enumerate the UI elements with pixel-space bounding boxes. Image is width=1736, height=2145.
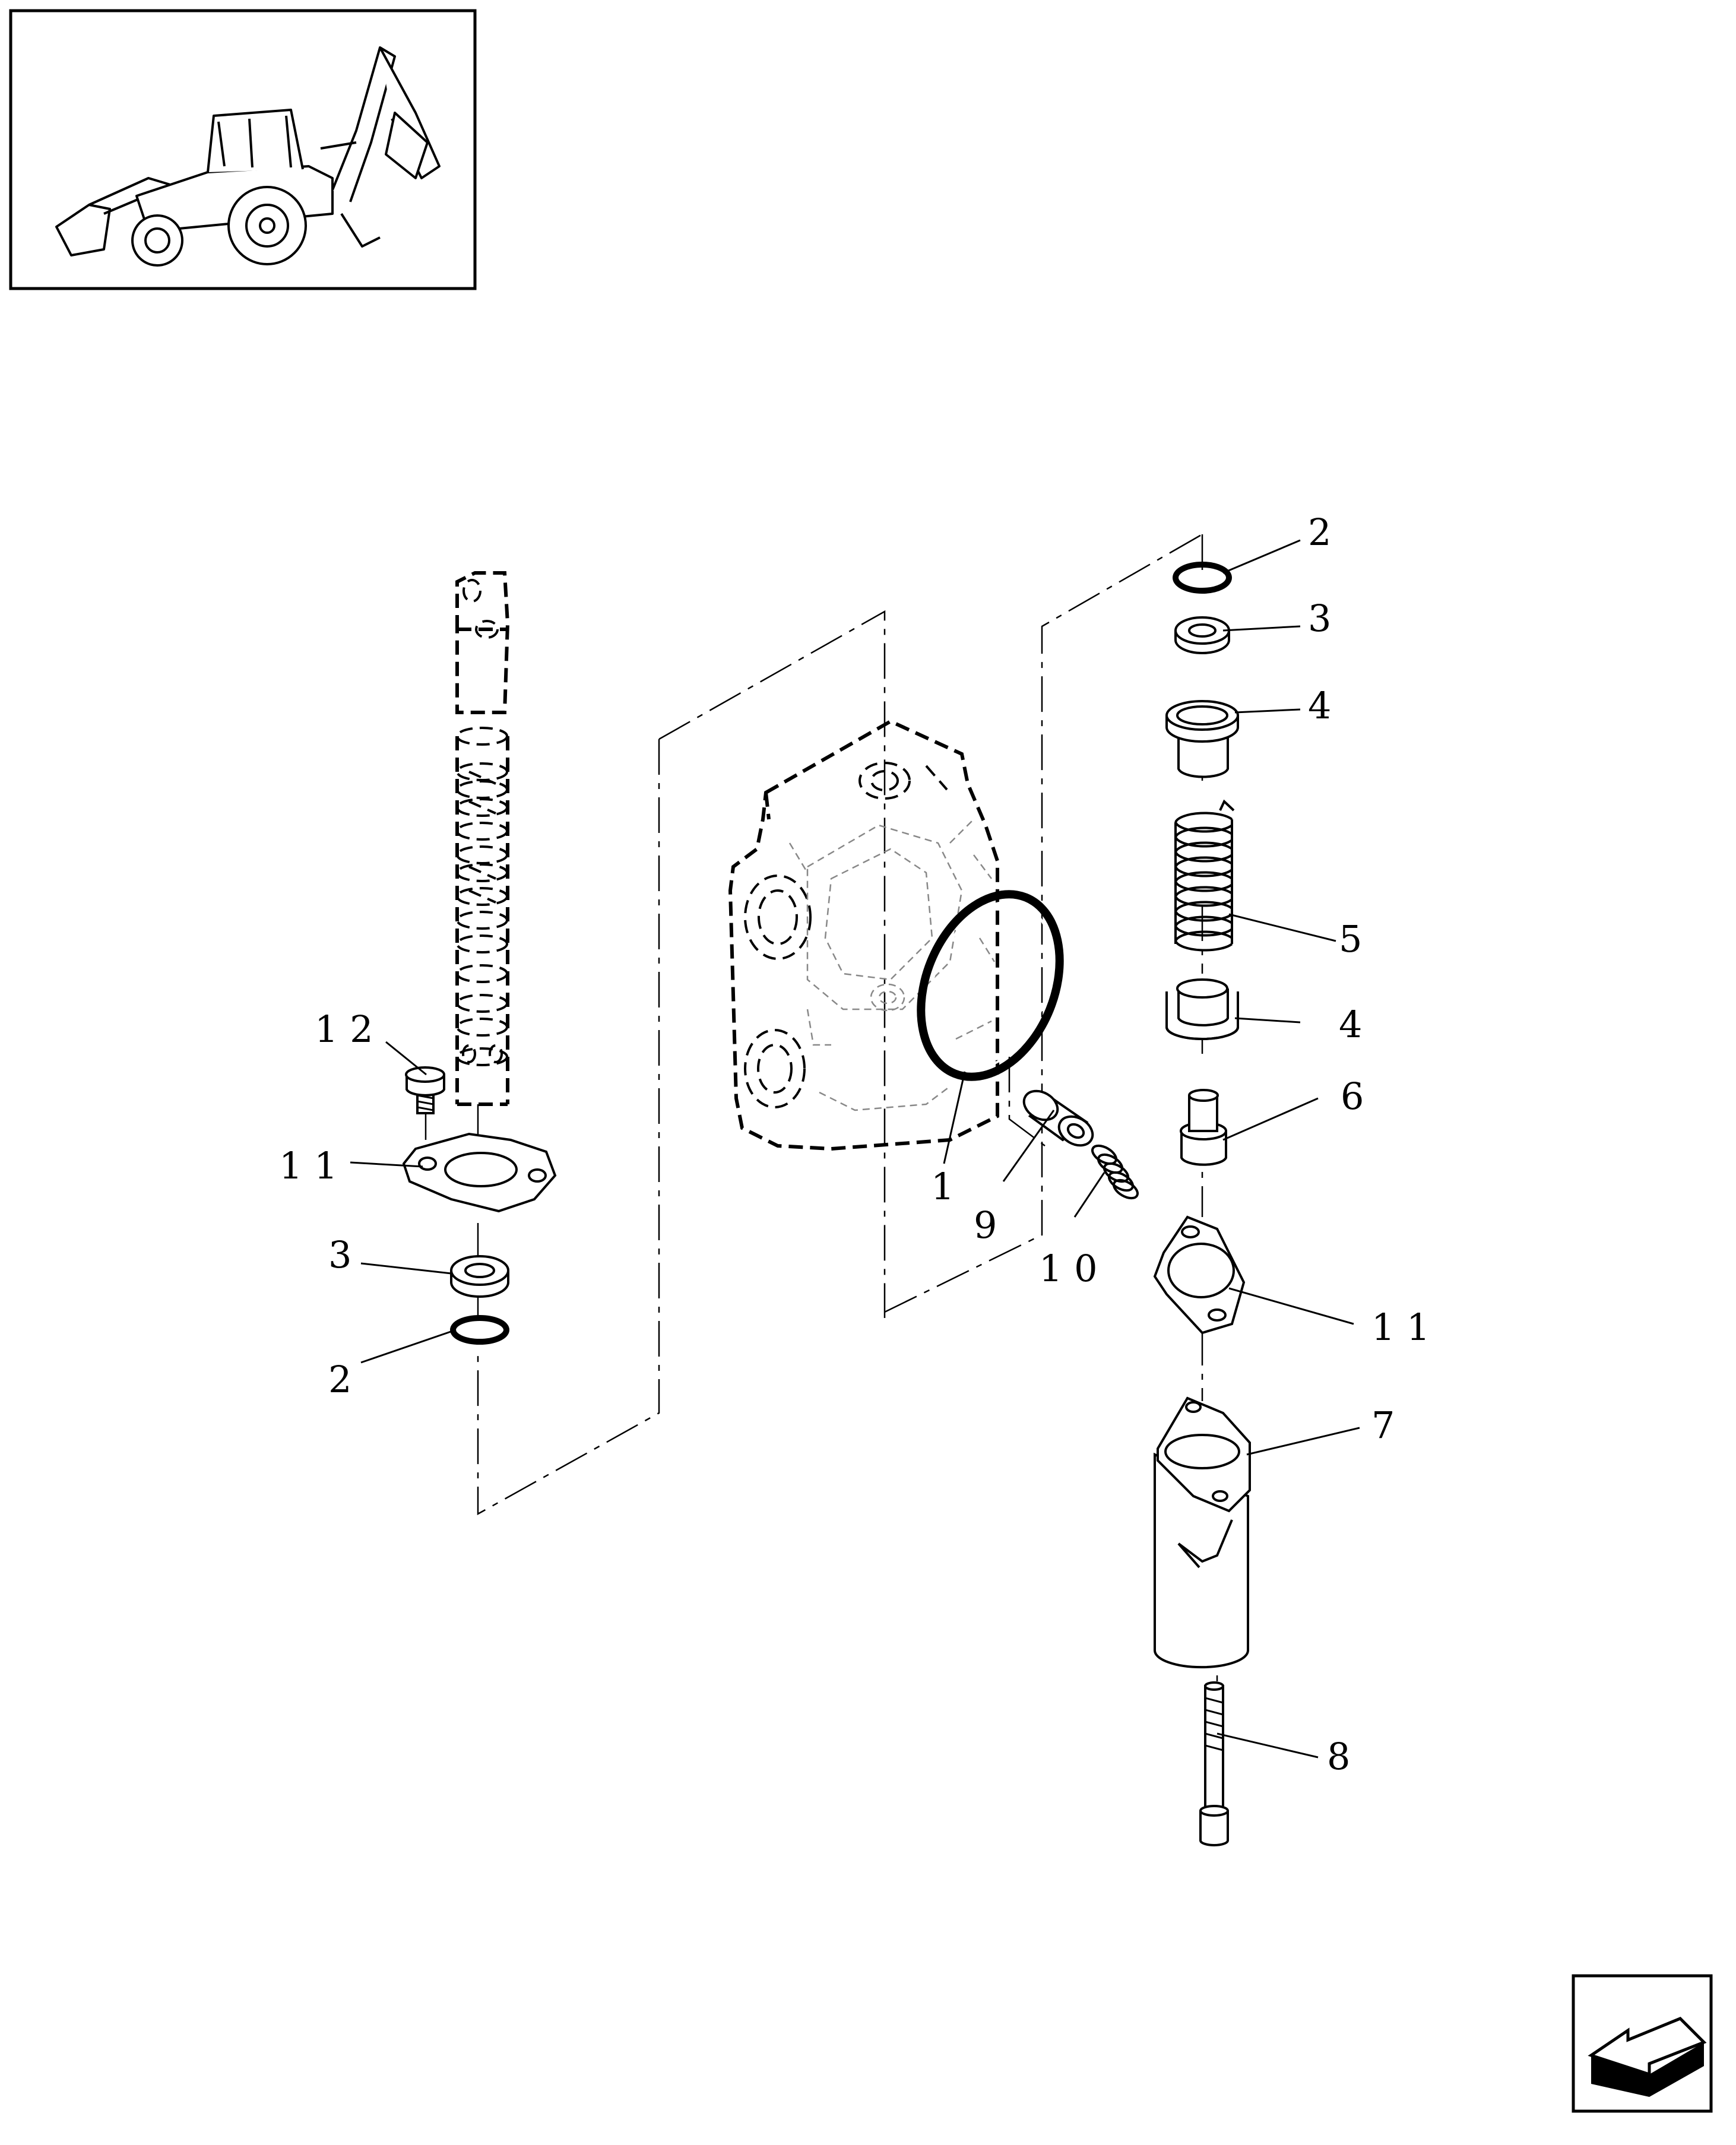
backhoe-loader-icon [55,46,441,267]
part-6-plunger[interactable] [1180,1089,1227,1166]
callout-2-top: 2 [1308,511,1331,554]
callout-3-top: 3 [1308,597,1331,640]
callout-11-right: 1 1 [1371,1306,1430,1349]
next-page-arrow-icon[interactable] [1572,1974,1713,2113]
part-2-snap-ring-top[interactable] [1173,562,1232,594]
part-10-small-spring[interactable] [1089,1142,1141,1202]
part-1-o-ring[interactable] [895,873,1085,1098]
callout-12: 1 2 [315,1007,373,1051]
callout-4-top: 4 [1308,684,1331,727]
callout-1: 1 [931,1165,954,1208]
callout-10: 1 0 [1039,1247,1098,1290]
callout-5: 5 [1339,917,1362,961]
callout-7: 7 [1371,1403,1395,1447]
part-9-plug[interactable] [1019,1085,1098,1151]
part-4-spring-seat-top[interactable] [1165,700,1239,778]
part-5-spring[interactable] [1174,799,1235,952]
part-3-washer-top[interactable] [1174,616,1230,654]
callout-9: 9 [974,1203,997,1247]
leader-lines [350,539,1360,1759]
part-7-cap[interactable] [1154,1396,1251,1669]
callout-11-left: 1 1 [279,1144,338,1187]
valve-body-hidden [728,719,999,1151]
callout-labels: 2 3 4 5 4 6 1 1 7 8 1 9 1 0 1 2 1 1 3 2 [279,511,1430,1778]
part-8-cap-screw[interactable] [1199,1681,1229,1846]
callout-6: 6 [1341,1075,1364,1118]
part-11-flange-right[interactable] [1153,1215,1246,1335]
part-11-flange-left[interactable] [402,1132,557,1213]
callout-8: 8 [1327,1735,1350,1778]
part-2-snap-ring-left[interactable] [450,1315,509,1345]
callout-4-mid: 4 [1339,1003,1362,1046]
part-4-spring-seat-mid[interactable] [1165,978,1239,1040]
assembly-phantom-lines [425,533,1218,1686]
callout-3-left: 3 [328,1233,351,1276]
spool-hidden [455,571,510,1106]
callout-2-left: 2 [328,1358,351,1401]
part-3-washer-left[interactable] [450,1255,509,1298]
